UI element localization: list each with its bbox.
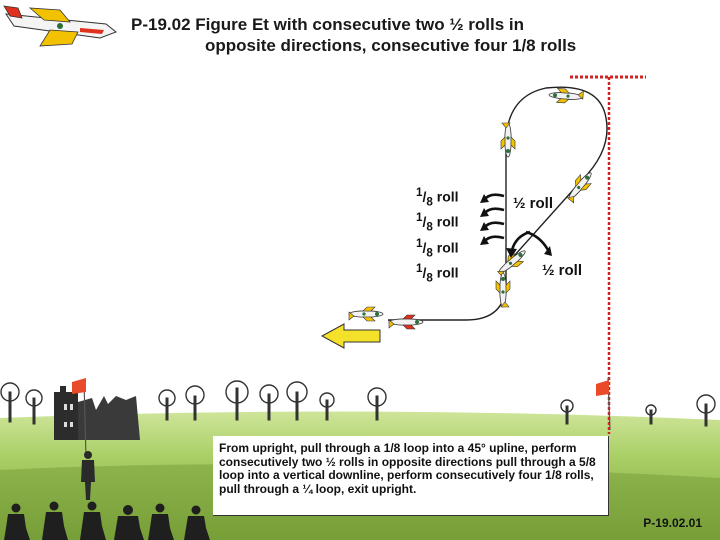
title-line-1: Figure Et with consecutive two ½ rolls i… [195, 15, 525, 34]
judge-line [570, 75, 646, 434]
pilot-icon [81, 451, 95, 500]
eighth-roll-labels: 1/8 roll 1/8 roll 1/8 roll 1/8 roll [416, 185, 459, 287]
plane-logo-icon [3, 5, 117, 47]
fraction-denominator: 8 [426, 246, 433, 260]
figure-description: From upright, pull through a 1/8 loop in… [213, 436, 609, 516]
spectator-icon [4, 501, 210, 540]
fraction-denominator: 8 [426, 271, 433, 285]
page-code: P-19.02.01 [643, 516, 702, 530]
entry-arrow-icon [320, 323, 381, 349]
roll-word: roll [436, 239, 459, 256]
fraction-denominator: 8 [426, 195, 433, 209]
half-roll-label-upper: ½ roll [513, 195, 554, 212]
half-roll-label-lower: ½ roll [542, 262, 583, 279]
fraction-numerator: 1 [416, 236, 423, 250]
eighth-roll-label: 1/8 roll [416, 262, 459, 285]
title-code: P-19.02 [131, 15, 191, 34]
eighth-roll-label: 1/8 roll [416, 236, 459, 260]
fraction-numerator: 1 [416, 262, 423, 276]
fraction-numerator: 1 [416, 211, 423, 225]
eighth-roll-label: 1/8 roll [416, 211, 459, 234]
flag-icon [596, 377, 611, 431]
title-line-2: opposite directions, consecutive four 1/… [205, 36, 577, 55]
aircraft-icon [348, 87, 597, 330]
roll-word: roll [436, 188, 459, 205]
fraction-numerator: 1 [416, 186, 423, 199]
roll-arrow-icon [506, 230, 552, 258]
eighth-roll-label: 1/8 roll [416, 186, 459, 209]
fraction-denominator: 8 [426, 220, 433, 234]
roll-word: roll [436, 214, 459, 231]
flag-icon [72, 378, 87, 459]
castle-icon [54, 386, 140, 440]
tree-icon [0, 380, 716, 427]
roll-word: roll [436, 265, 459, 282]
page-title: P-19.02 Figure Et with consecutive two ½… [131, 14, 576, 56]
